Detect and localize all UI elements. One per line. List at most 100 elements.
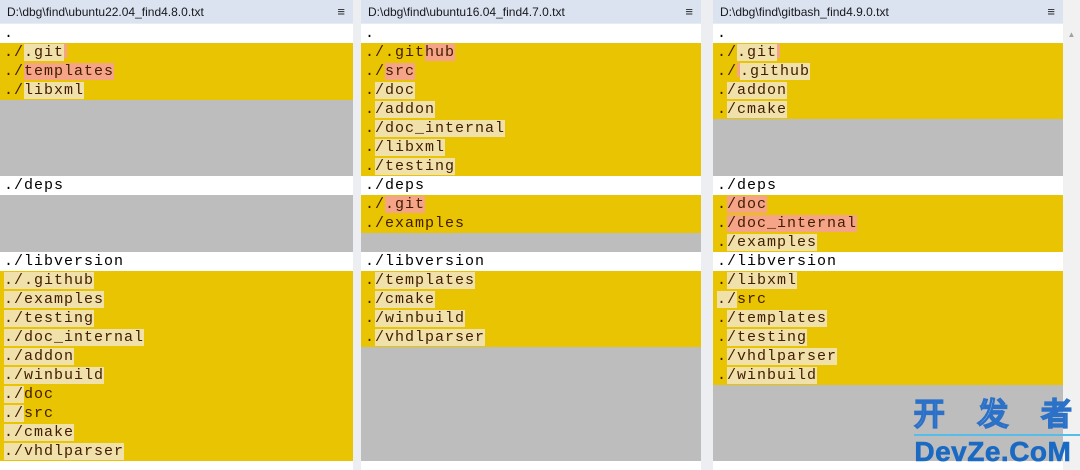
deleted-word-marker	[777, 44, 781, 58]
file-line[interactable]: ./libxml	[713, 271, 1063, 290]
file-line[interactable]: ./templates	[713, 309, 1063, 328]
vertical-scrollbar[interactable]: ▲	[1063, 0, 1080, 470]
file-line[interactable]: ./doc	[361, 81, 701, 100]
line-segment: /templates	[727, 310, 828, 327]
file-line[interactable]: .	[0, 24, 353, 43]
file-path-title: D:\dbg\find\ubuntu16.04_find4.7.0.txt	[368, 4, 565, 19]
line-segment: templates	[24, 63, 115, 80]
line-segment: ./doc_internal	[4, 329, 145, 346]
file-line[interactable]: ./.github	[713, 62, 1063, 81]
filler-row	[0, 233, 353, 252]
line-segment: .	[717, 215, 728, 232]
file-line[interactable]: ./addon	[0, 347, 353, 366]
line-segment: .	[365, 120, 376, 137]
file-line[interactable]: ./deps	[713, 176, 1063, 195]
file-line[interactable]: ./vhdlparser	[0, 442, 353, 461]
line-segment: ./	[365, 63, 386, 80]
file-line[interactable]: ./testing	[713, 328, 1063, 347]
file-line[interactable]: ./winbuild	[713, 366, 1063, 385]
line-segment: ./	[717, 291, 738, 308]
pane-menu-icon[interactable]: ≡	[685, 4, 693, 19]
file-line[interactable]: ./testing	[361, 157, 701, 176]
file-line[interactable]: ./cmake	[713, 100, 1063, 119]
pane-header[interactable]: D:\dbg\find\ubuntu22.04_find4.8.0.txt ≡	[0, 0, 353, 24]
file-line[interactable]: ./src	[0, 404, 353, 423]
file-line[interactable]: ./.git	[713, 43, 1063, 62]
line-segment: .	[365, 158, 376, 175]
line-segment: .	[717, 329, 728, 346]
line-segment: .	[365, 329, 376, 346]
line-segment: /templates	[375, 272, 476, 289]
file-line[interactable]: ./cmake	[361, 290, 701, 309]
line-segment: /testing	[375, 158, 456, 175]
filler-row	[0, 214, 353, 233]
file-line[interactable]: ./templates	[0, 62, 353, 81]
line-segment: ./deps	[365, 177, 426, 194]
file-lines: ../.git./templates./libxml./deps./libver…	[0, 24, 353, 461]
file-line[interactable]: ./libversion	[713, 252, 1063, 271]
line-segment: ./	[4, 82, 25, 99]
file-line[interactable]: ./deps	[361, 176, 701, 195]
file-line[interactable]: ./.github	[361, 43, 701, 62]
line-segment: ./vhdlparser	[4, 443, 125, 460]
file-line[interactable]: ./examples	[361, 214, 701, 233]
file-line[interactable]: ./examples	[713, 233, 1063, 252]
file-line[interactable]: ./libxml	[0, 81, 353, 100]
file-line[interactable]: ./winbuild	[361, 309, 701, 328]
scroll-up-icon[interactable]: ▲	[1067, 30, 1076, 39]
pane-menu-icon[interactable]: ≡	[337, 4, 345, 19]
file-line[interactable]: ./doc	[713, 195, 1063, 214]
file-line[interactable]: ./deps	[0, 176, 353, 195]
file-line[interactable]: ./templates	[361, 271, 701, 290]
file-line[interactable]: ./.git	[0, 43, 353, 62]
line-segment: ./.github	[4, 272, 95, 289]
line-segment: .	[365, 101, 376, 118]
line-segment: /cmake	[727, 101, 788, 118]
file-line[interactable]: ./libversion	[361, 252, 701, 271]
file-line[interactable]: ./doc_internal	[361, 119, 701, 138]
file-line[interactable]: ./libversion	[0, 252, 353, 271]
file-line[interactable]: ./winbuild	[0, 366, 353, 385]
file-line[interactable]: ./addon	[361, 100, 701, 119]
file-line[interactable]: ./src	[713, 290, 1063, 309]
line-segment: /vhdlparser	[375, 329, 486, 346]
file-line[interactable]: ./examples	[0, 290, 353, 309]
pane-menu-icon[interactable]: ≡	[1047, 4, 1055, 19]
filler-row	[713, 423, 1063, 442]
line-segment: /doc_internal	[727, 215, 858, 232]
line-segment: ./cmake	[4, 424, 75, 441]
file-line[interactable]: ./cmake	[0, 423, 353, 442]
pane-header[interactable]: D:\dbg\find\gitbash_find4.9.0.txt ≡	[713, 0, 1063, 24]
file-line[interactable]: ./libxml	[361, 138, 701, 157]
line-segment: ./	[717, 63, 738, 80]
line-segment: /doc	[727, 196, 768, 213]
file-line[interactable]: .	[361, 24, 701, 43]
file-line[interactable]: .	[713, 24, 1063, 43]
line-segment: .	[365, 291, 376, 308]
file-line[interactable]: ./doc	[0, 385, 353, 404]
line-segment: .	[717, 348, 728, 365]
file-line[interactable]: ./vhdlparser	[713, 347, 1063, 366]
file-line[interactable]: ./testing	[0, 309, 353, 328]
file-line[interactable]: ./addon	[713, 81, 1063, 100]
filler-row	[361, 366, 701, 385]
file-line[interactable]: ./.git	[361, 195, 701, 214]
file-line[interactable]: ./src	[361, 62, 701, 81]
filler-row	[361, 423, 701, 442]
line-segment: ./libversion	[4, 253, 125, 270]
filler-row	[0, 157, 353, 176]
line-segment: .	[365, 25, 376, 42]
line-segment: ./	[4, 405, 25, 422]
file-lines: ../.github./src./doc./addon./doc_interna…	[361, 24, 701, 461]
deleted-word-marker	[64, 44, 68, 58]
file-line[interactable]: ./doc_internal	[0, 328, 353, 347]
line-segment: .	[717, 272, 728, 289]
pane-header[interactable]: D:\dbg\find\ubuntu16.04_find4.7.0.txt ≡	[361, 0, 701, 24]
line-segment: .	[717, 310, 728, 327]
file-pane-middle: D:\dbg\find\ubuntu16.04_find4.7.0.txt ≡ …	[361, 0, 701, 470]
file-line[interactable]: ./vhdlparser	[361, 328, 701, 347]
file-line[interactable]: ./doc_internal	[713, 214, 1063, 233]
line-segment: .git	[385, 196, 426, 213]
file-line[interactable]: ./.github	[0, 271, 353, 290]
